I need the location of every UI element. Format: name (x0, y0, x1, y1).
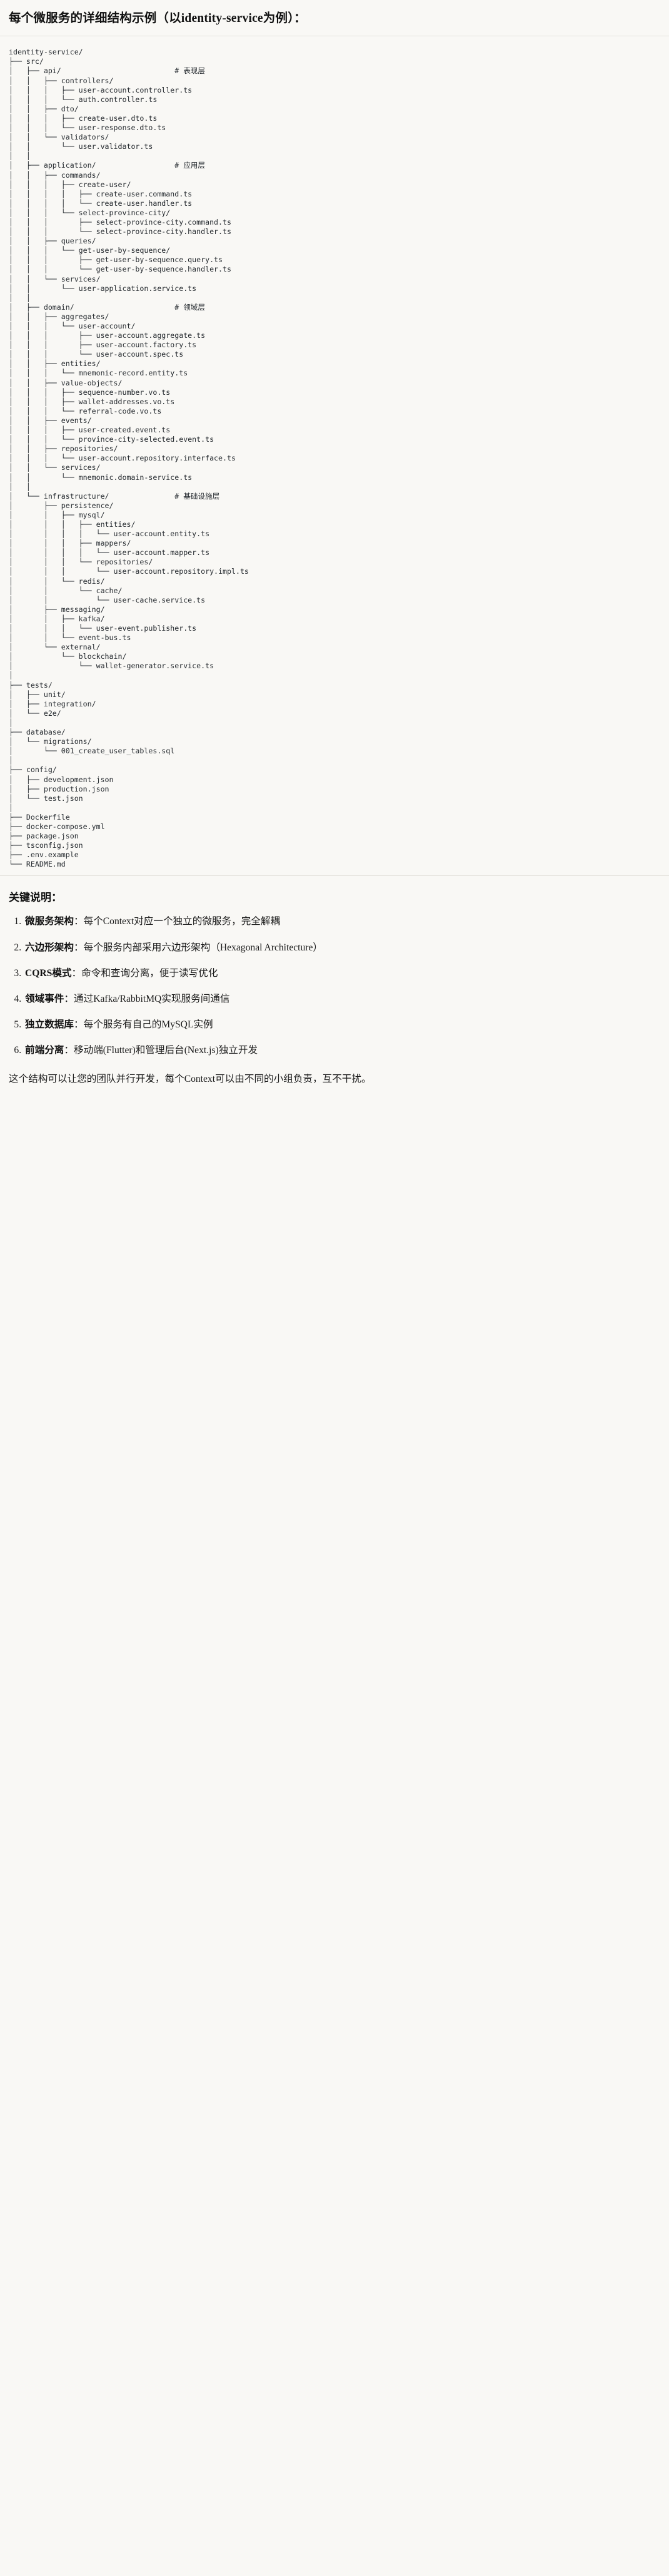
list-item: 六边形架构：每个服务内部采用六边形架构（Hexagonal Architectu… (24, 940, 660, 955)
note-term: 独立数据库 (25, 1019, 74, 1031)
title-section: 每个微服务的详细结构示例（以identity-service为例）： (0, 0, 669, 36)
note-description: 每个服务内部采用六边形架构（Hexagonal Architecture） (83, 942, 323, 953)
key-notes-list: 微服务架构：每个Context对应一个独立的微服务，完全解耦 六边形架构：每个服… (9, 914, 660, 1058)
note-term: 六边形架构 (25, 942, 74, 953)
note-term: 前端分离 (25, 1045, 64, 1056)
note-separator: ： (73, 1019, 84, 1031)
list-item: CQRS模式：命令和查询分离，便于读写优化 (24, 966, 660, 981)
note-description: 命令和查询分离，便于读写优化 (81, 967, 218, 979)
key-notes-section: 关键说明： 微服务架构：每个Context对应一个独立的微服务，完全解耦 六边形… (0, 876, 669, 1101)
directory-tree: identity-service/ ├── src/ │ ├── api/ # … (9, 48, 249, 869)
note-term: 领域事件 (25, 993, 64, 1004)
list-item: 领域事件：通过Kafka/RabbitMQ实现服务间通信 (24, 992, 660, 1007)
page-root: 每个微服务的详细结构示例（以identity-service为例）： ident… (0, 0, 669, 1102)
note-term: 微服务架构 (25, 916, 74, 927)
note-description: 每个服务有自己的MySQL实例 (83, 1019, 213, 1031)
directory-tree-section: identity-service/ ├── src/ │ ├── api/ # … (0, 36, 669, 876)
list-item: 独立数据库：每个服务有自己的MySQL实例 (24, 1017, 660, 1032)
note-separator: ： (64, 993, 74, 1004)
key-notes-heading: 关键说明： (9, 892, 62, 904)
list-item: 前端分离：移动端(Flutter)和管理后台(Next.js)独立开发 (24, 1043, 660, 1058)
note-description: 每个Context对应一个独立的微服务，完全解耦 (83, 916, 281, 927)
note-separator: ： (71, 967, 82, 979)
page-title: 每个微服务的详细结构示例（以identity-service为例）： (9, 12, 306, 25)
list-item: 微服务架构：每个Context对应一个独立的微服务，完全解耦 (24, 914, 660, 929)
closing-paragraph: 这个结构可以让您的团队并行开发，每个Context可以由不同的小组负责，互不干扰… (9, 1074, 371, 1085)
divider-bottom (0, 875, 669, 877)
note-separator: ： (73, 916, 84, 927)
note-description: 移动端(Flutter)和管理后台(Next.js)独立开发 (74, 1045, 258, 1056)
note-separator: ： (73, 942, 84, 953)
note-term: CQRS模式 (25, 967, 72, 979)
note-description: 通过Kafka/RabbitMQ实现服务间通信 (74, 993, 230, 1004)
note-separator: ： (64, 1045, 74, 1056)
